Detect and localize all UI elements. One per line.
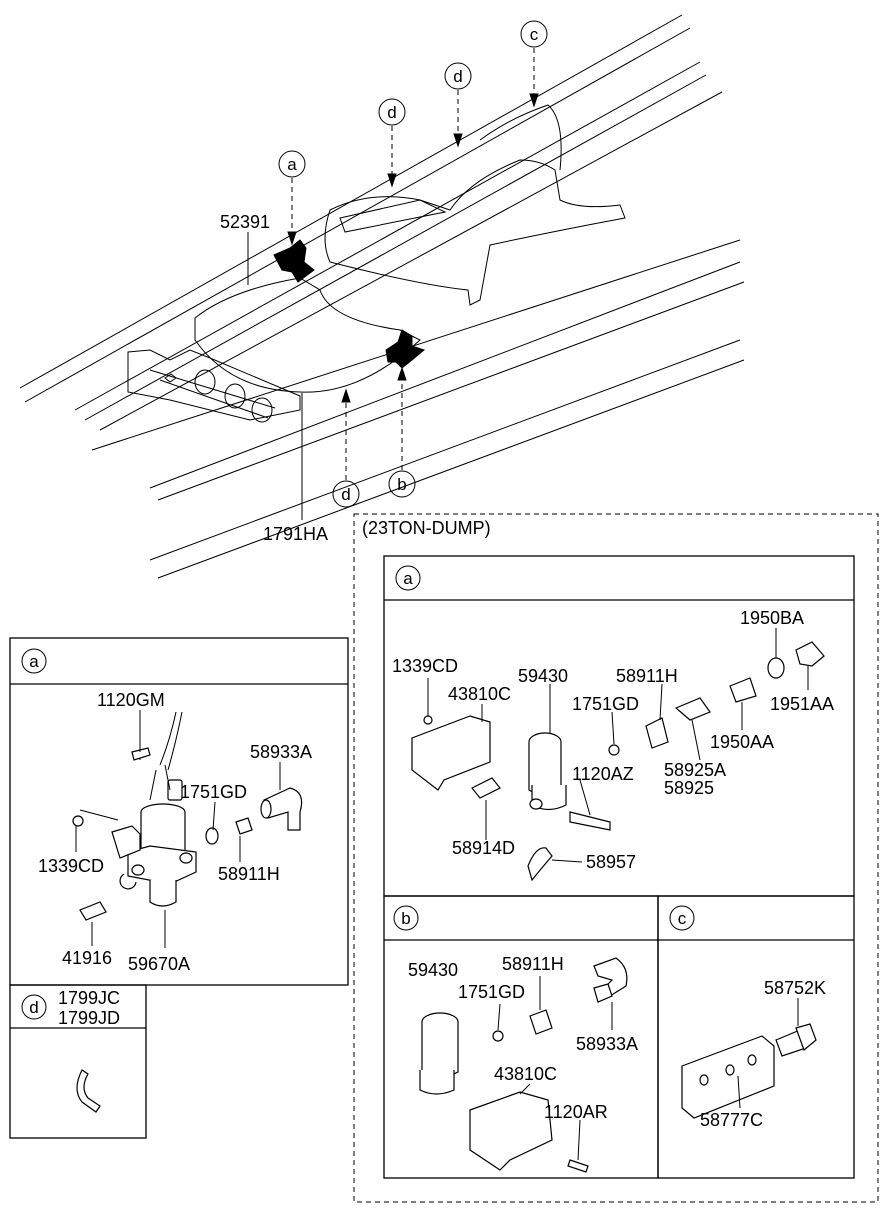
chassis-frame-view: a d d c d b 52391 1791HA xyxy=(19,14,745,579)
label-43810C-dump-a: 43810C xyxy=(448,684,511,704)
label-58752K: 58752K xyxy=(764,978,826,998)
label-58933A-left: 58933A xyxy=(250,742,312,762)
callout-a-main xyxy=(278,150,306,178)
callout-d-main-3-letter: d xyxy=(341,485,350,504)
callout-d-main-3 xyxy=(332,480,360,508)
callout-d-main-2-letter: d xyxy=(453,67,462,86)
dump-group-title: (23TON-DUMP) xyxy=(362,518,491,538)
label-1950BA: 1950BA xyxy=(740,608,804,628)
label-1120AZ: 1120AZ xyxy=(572,764,634,784)
label-52391: 52391 xyxy=(220,212,270,232)
callout-d-main-2 xyxy=(444,62,472,90)
label-1799JC: 1799JC xyxy=(58,988,120,1008)
label-58777C: 58777C xyxy=(700,1110,763,1130)
label-58911H-dump-b: 58911H xyxy=(502,954,564,974)
label-59670A: 59670A xyxy=(128,954,190,974)
label-59430-dump-a: 59430 xyxy=(518,666,568,686)
dump-panel-a-letter: a xyxy=(403,569,413,588)
label-58914D: 58914D xyxy=(452,838,515,858)
callout-c-main xyxy=(520,20,548,48)
bracket-52391-lower xyxy=(385,329,426,369)
label-1120AR: 1120AR xyxy=(544,1102,608,1122)
callout-c-main-letter: c xyxy=(530,25,539,44)
label-43810C-dump-b: 43810C xyxy=(494,1064,557,1084)
label-58933A-dump: 58933A xyxy=(576,1034,638,1054)
panel-d-letter: d xyxy=(29,998,38,1017)
dump-panel-b-letter: b xyxy=(401,909,410,928)
panel-a-left-letter: a xyxy=(29,652,39,671)
callout-b-main xyxy=(388,470,416,498)
hose-clip-icon xyxy=(76,1069,101,1113)
label-58911H-dump-a: 58911H xyxy=(616,666,678,686)
panel-a-left: a 1120GM 58933A 1751GD 1339CD 58911H 419… xyxy=(9,637,349,986)
label-58911H-left: 58911H xyxy=(218,864,280,884)
label-58925A: 58925A xyxy=(664,760,726,780)
label-1951AA: 1951AA xyxy=(770,694,834,714)
label-1751GD-dump-b: 1751GD xyxy=(458,982,525,1002)
label-1751GD-dump-a: 1751GD xyxy=(572,694,639,714)
label-59430-dump-b: 59430 xyxy=(408,960,458,980)
label-1751GD-left: 1751GD xyxy=(180,782,247,802)
label-1791HA: 1791HA xyxy=(263,524,328,544)
label-58925: 58925 xyxy=(664,778,714,798)
dump-group: (23TON-DUMP) a 1950BA 1339CD xyxy=(353,513,879,1203)
label-58957: 58957 xyxy=(586,852,636,872)
callout-a-main-letter: a xyxy=(287,155,297,174)
label-1120GM: 1120GM xyxy=(97,690,165,710)
callout-b-main-letter: b xyxy=(397,475,406,494)
label-1950AA: 1950AA xyxy=(710,732,774,752)
label-41916: 41916 xyxy=(62,948,112,968)
panel-d: d 1799JC 1799JD xyxy=(9,984,147,1139)
callout-d-main-1 xyxy=(378,98,406,126)
label-1799JD: 1799JD xyxy=(58,1008,120,1028)
label-1339CD-left: 1339CD xyxy=(38,856,104,876)
label-1339CD-dump: 1339CD xyxy=(392,656,458,676)
callout-d-main-1-letter: d xyxy=(387,103,396,122)
bracket-52391-upper xyxy=(273,239,315,283)
dump-panel-c-letter: c xyxy=(678,909,687,928)
